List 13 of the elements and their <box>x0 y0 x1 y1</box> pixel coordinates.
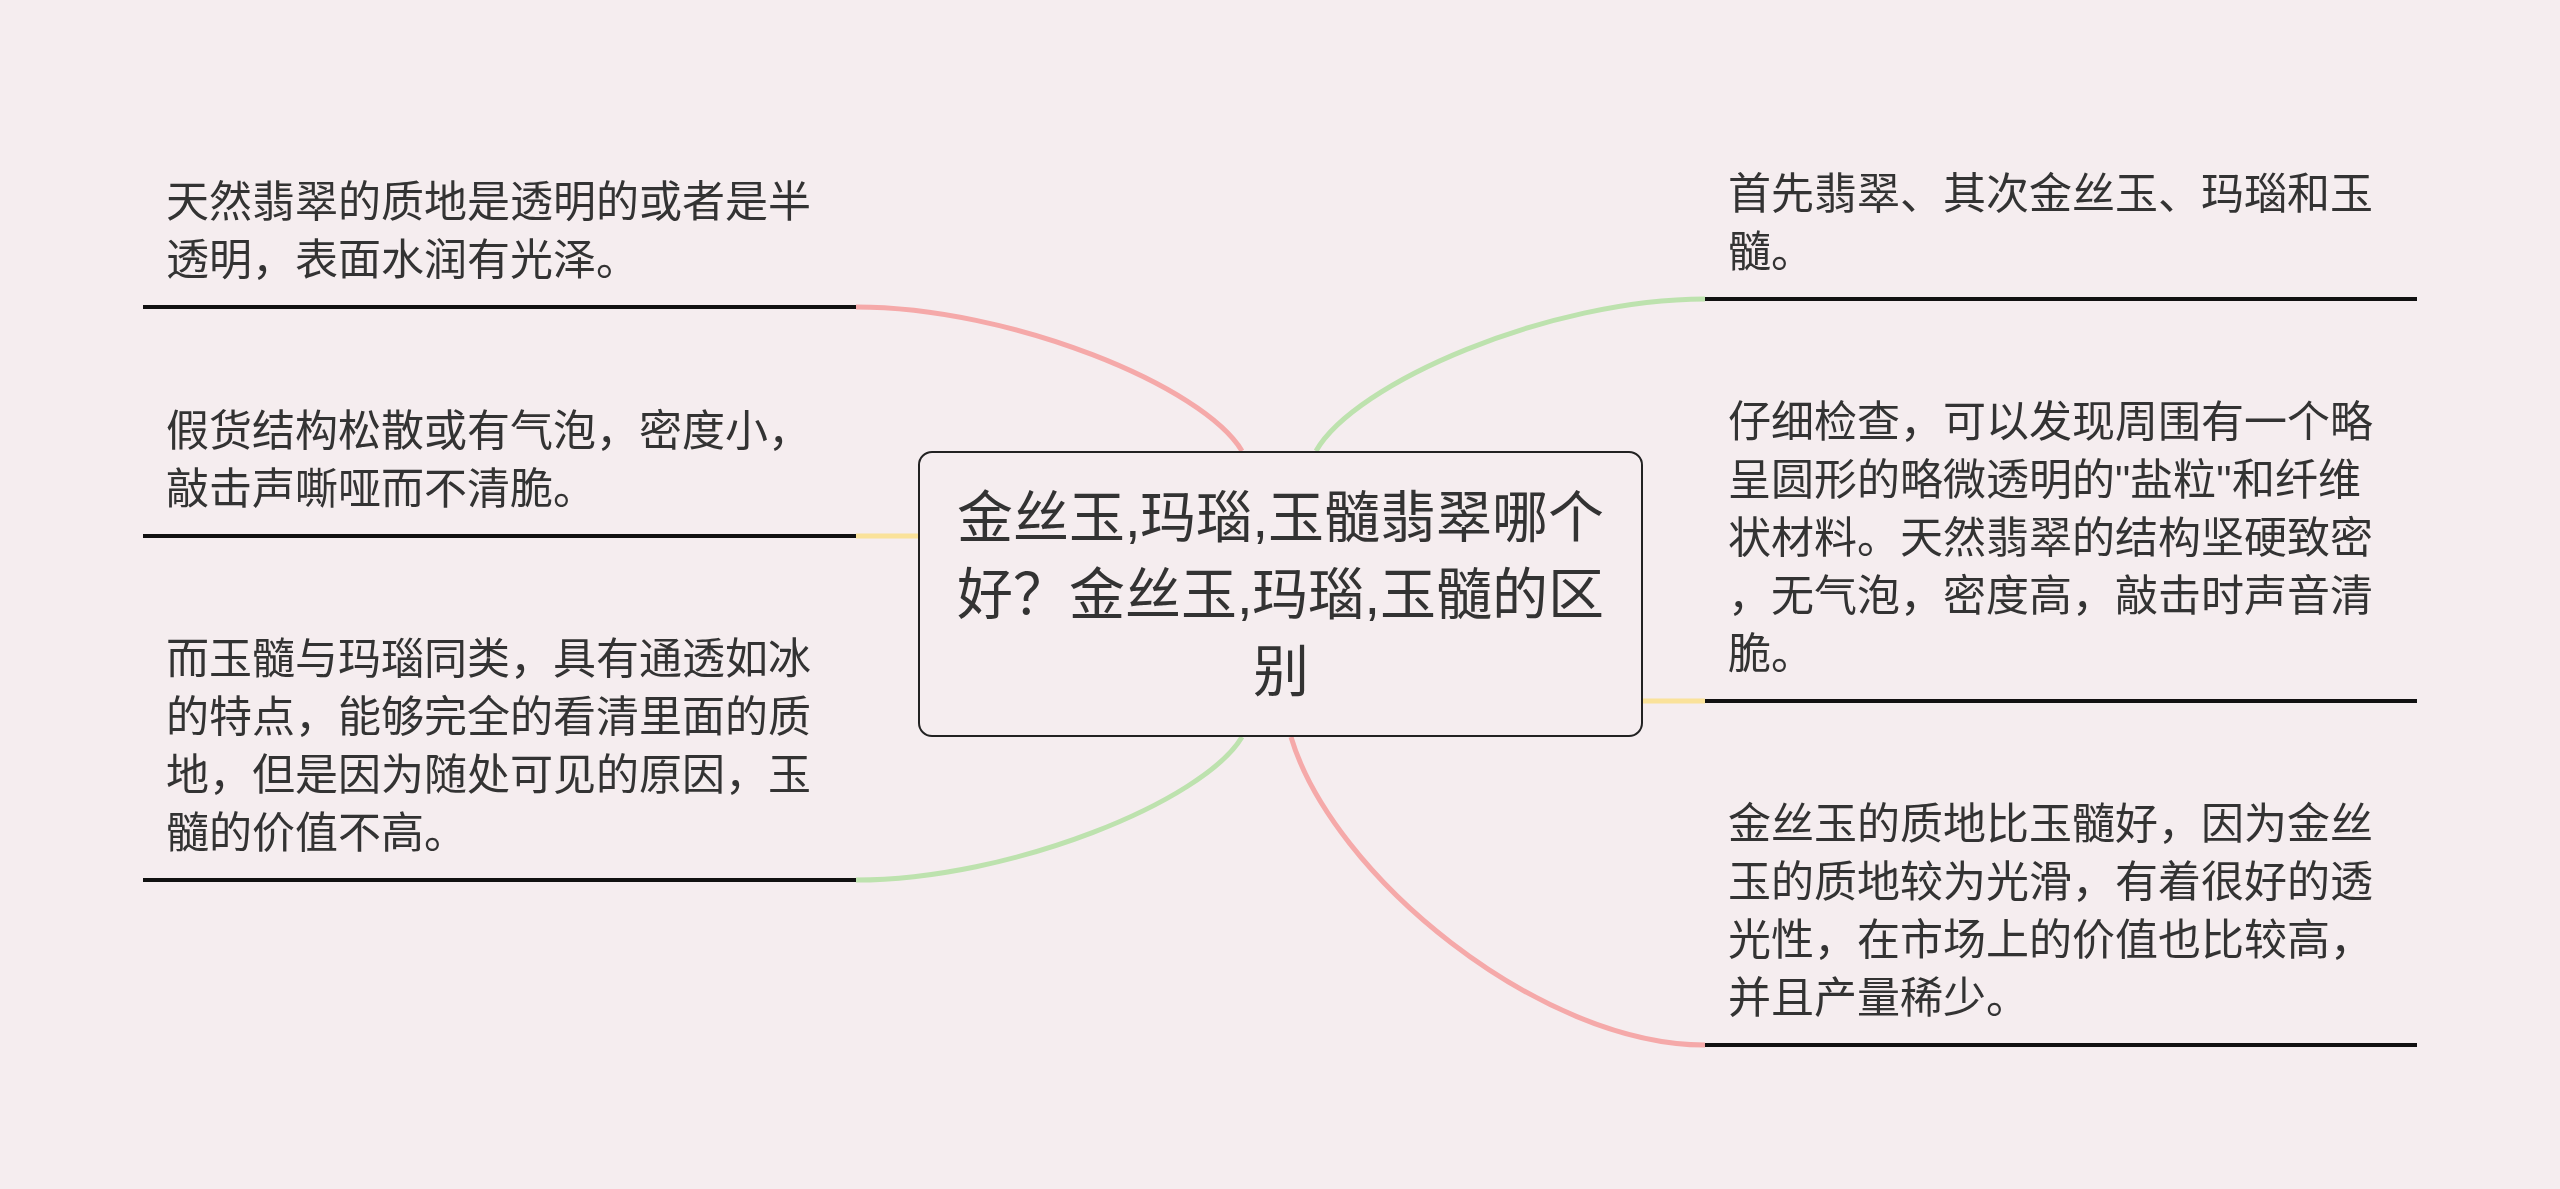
connector-line <box>1643 698 1705 704</box>
connector-line <box>1288 736 1706 1048</box>
underlined-topic: 金丝玉的质地比玉髓好，因为金丝玉的质地较为光滑，有着很好的透光性，在市场上的价值也比较高，并且产量稀少。 <box>1705 785 2417 1047</box>
underlined-topic: 首先翡翠、其次金丝玉、玛瑙和玉髓。 <box>1705 155 2417 301</box>
connector-line <box>1314 296 1706 453</box>
underlined-topic: 仔细检查，可以发现周围有一个略呈圆形的略微透明的"盐粒"和纤维状材料。天然翡翠的结构坚硬致密，无气泡，密度高，敲击时声音清脆。 <box>1705 383 2417 703</box>
underlined-topic: 假货结构松散或有气泡，密度小，敲击声嘶哑而不清脆。 <box>143 392 856 538</box>
connector-line <box>855 735 1244 883</box>
connector-line <box>855 304 1244 453</box>
underlined-topic: 天然翡翠的质地是透明的或者是半透明，表面水润有光泽。 <box>143 163 856 309</box>
underlined-topic: 而玉髓与玛瑙同类，具有通透如冰的特点，能够完全的看清里面的质地，但是因为随处可见的原因，玉髓的价值不高。 <box>143 620 856 882</box>
connector-line <box>856 533 918 539</box>
central-topic-box: 金丝玉,玛瑙,玉髓翡翠哪个好？金丝玉,玛瑙,玉髓的区别 <box>918 451 1643 737</box>
